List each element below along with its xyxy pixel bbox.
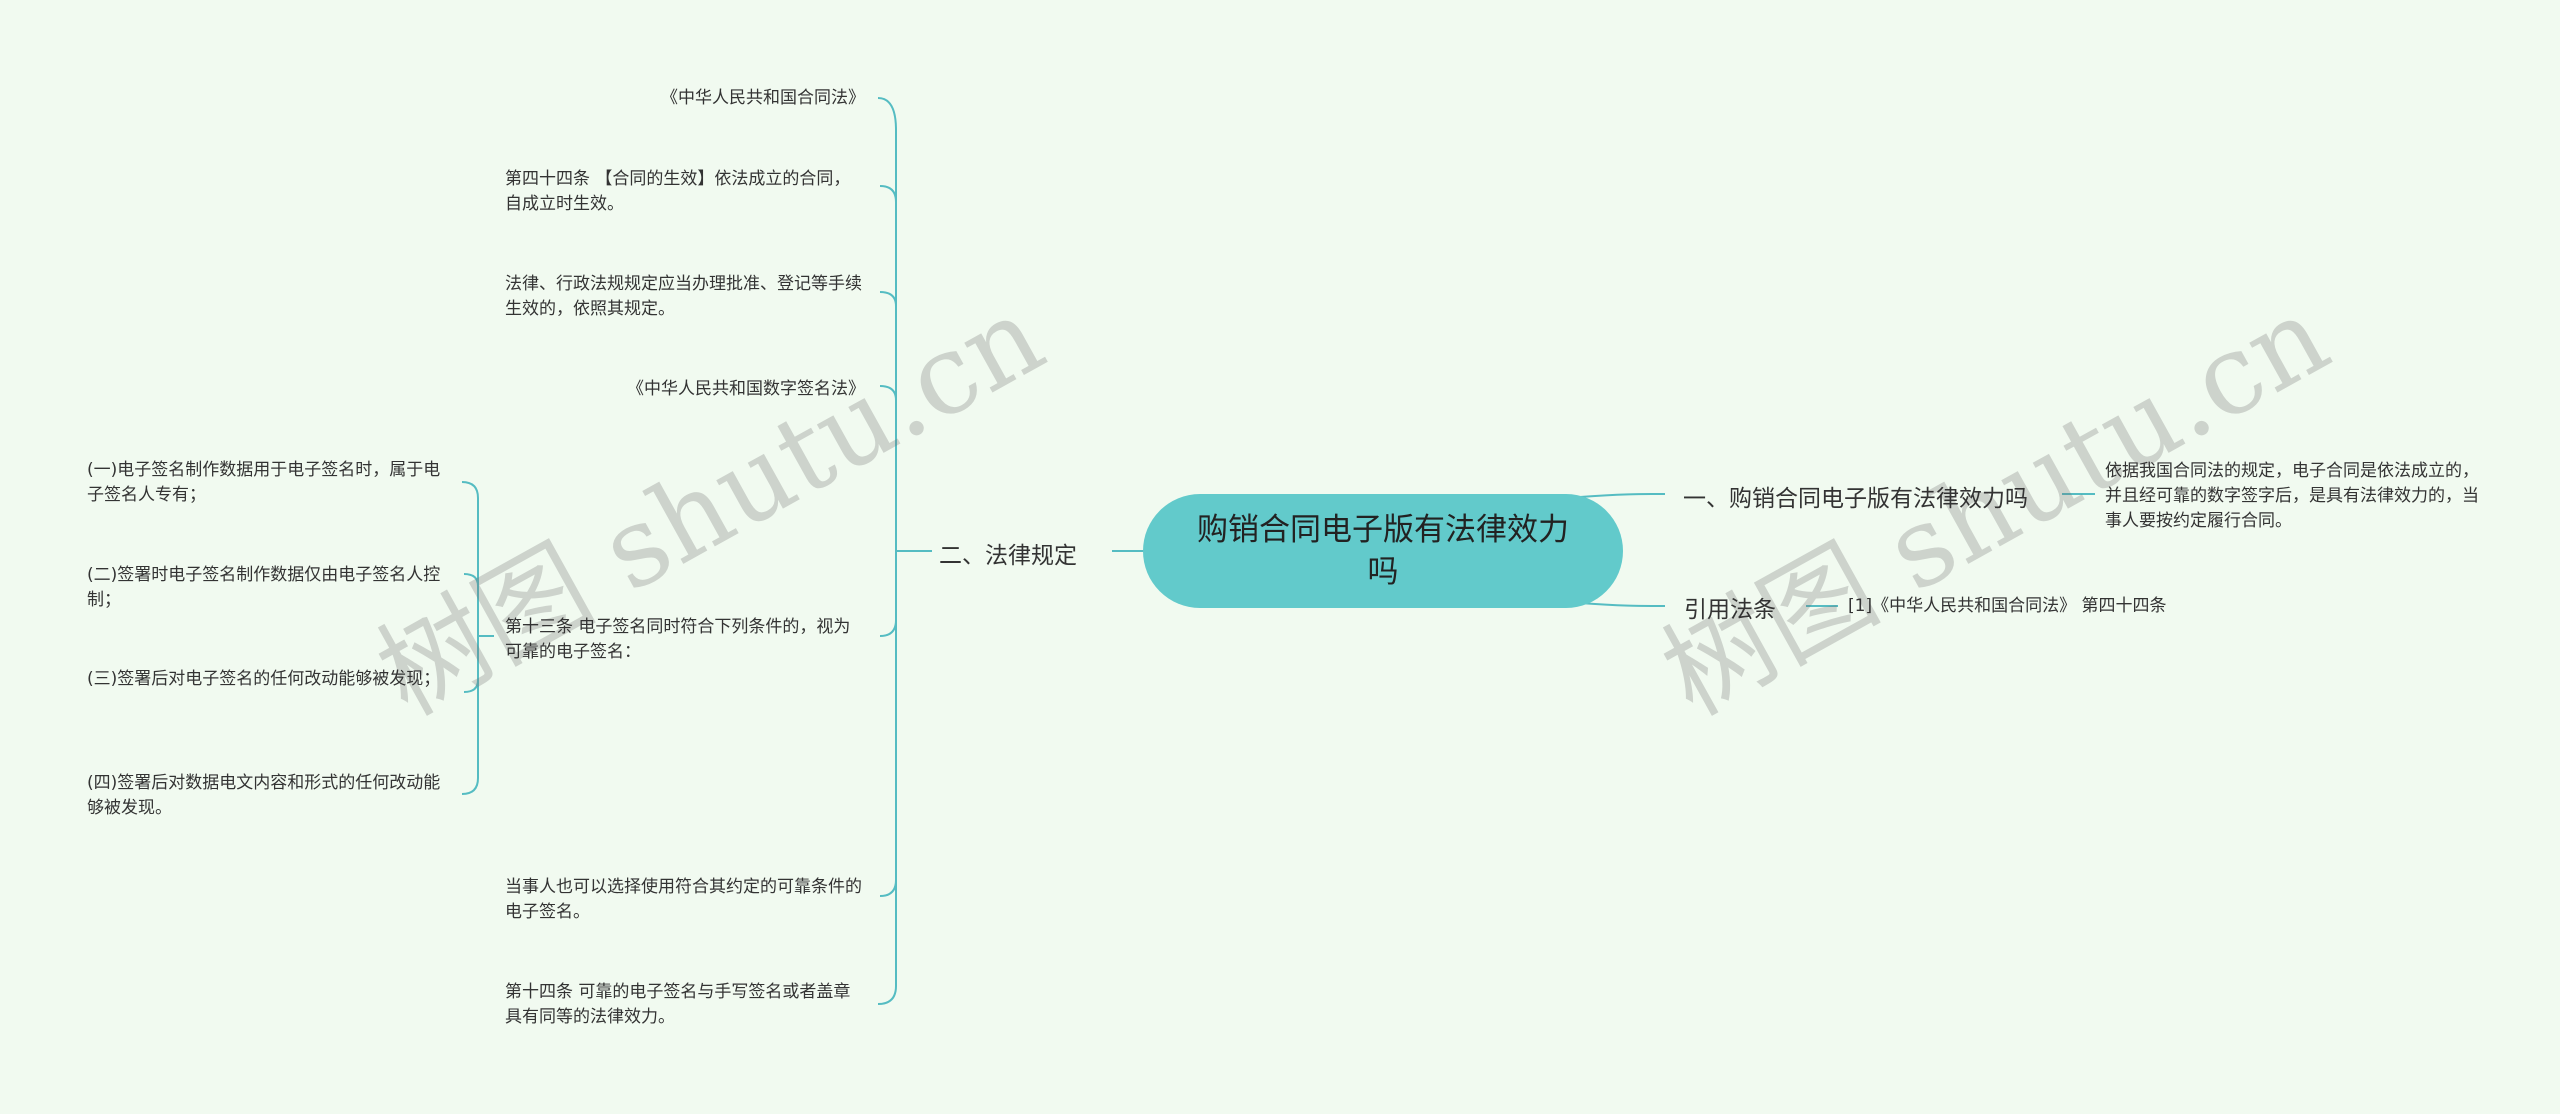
condition-bracket [461,481,479,795]
effectiveness-detail[interactable]: 依据我国合同法的规定，电子合同是依法成立的，并且经可靠的数字签字后，是具有法律效… [2105,461,2479,531]
connector-root-citation [1579,602,1666,607]
legal-item-article-13[interactable]: 第十三条 电子签名同时符合下列条件的，视为可靠的电子签名： [505,617,851,662]
legal-item-agreed-conditions[interactable]: 当事人也可以选择使用符合其约定的可靠条件的电子签名。 [505,877,862,922]
legal-item-article-14[interactable]: 第十四条 可靠的电子签名与手写签名或者盖章具有同等的法律效力。 [505,982,851,1027]
condition-item-2[interactable]: (二)签署时电子签名制作数据仅由电子签名人控制； [87,565,441,610]
branch-legal[interactable]: 二、法律规定 [939,543,1077,569]
legal-item-article-44[interactable]: 第四十四条 【合同的生效】依法成立的合同，自成立时生效。 [505,169,851,214]
branch-effectiveness[interactable]: 一、购销合同电子版有法律效力吗 [1683,486,2028,512]
legal-bracket [877,97,897,1005]
legal-item-signature-law[interactable]: 《中华人民共和国数字签名法》 [627,379,865,399]
citation-detail[interactable]: [1]《中华人民共和国合同法》 第四十四条 [1848,596,2167,616]
legal-item-contract-law[interactable]: 《中华人民共和国合同法》 [661,88,865,108]
branch-citation[interactable]: 引用法条 [1684,597,1776,623]
connector-root-effectiveness [1579,493,1666,498]
condition-item-3[interactable]: (三)签署后对电子签名的任何改动能够被发现； [87,669,441,689]
root-node[interactable]: 购销合同电子版有法律效力吗 [1143,494,1623,608]
condition-item-1[interactable]: (一)电子签名制作数据用于电子签名时，属于电子签名人专有； [87,460,441,505]
condition-item-4[interactable]: (四)签署后对数据电文内容和形式的任何改动能够被发现。 [87,773,441,818]
legal-item-approval[interactable]: 法律、行政法规规定应当办理批准、登记等手续生效的，依照其规定。 [505,274,862,319]
